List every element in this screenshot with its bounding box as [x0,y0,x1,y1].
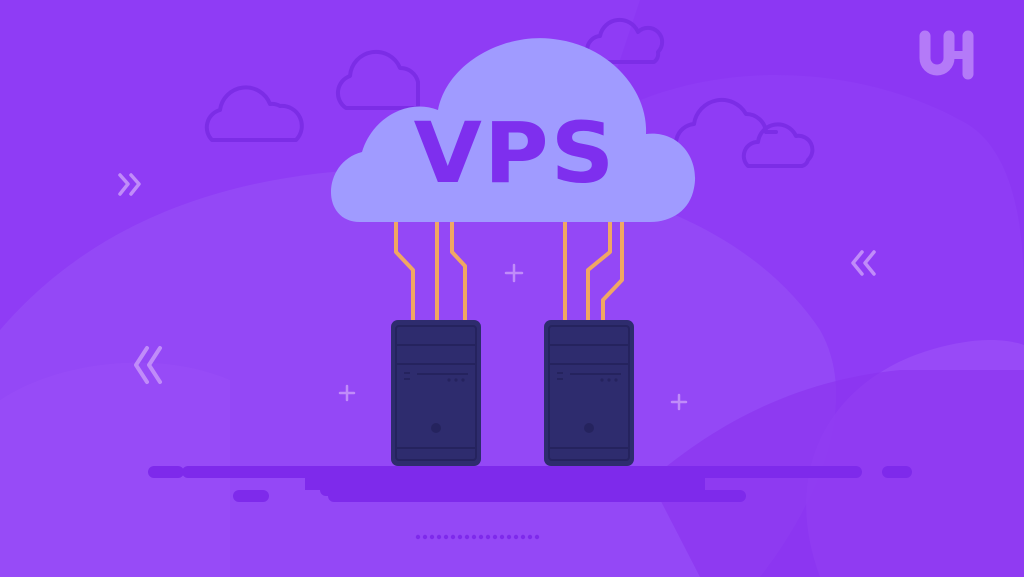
uh-logo-icon [919,30,974,80]
cloud-icon [330,38,696,222]
double-chevron-left-icon [851,250,876,276]
double-chevron-right-icon [118,173,141,196]
wires [394,220,624,322]
double-chevron-left-icon [134,346,162,384]
plus-icon [504,263,524,283]
cloud-icon [585,17,665,64]
plus-icon [338,384,356,402]
ground [148,466,912,502]
server-right [544,320,634,466]
cloud-icon [204,85,304,142]
cloud-title: VPS [413,104,617,202]
dotted-line [415,534,540,540]
plus-icon [670,393,688,411]
cloud-icon [335,49,420,110]
brand-logo-text: UH [914,24,994,84]
cloud-icon [673,97,778,162]
outline-clouds [204,17,815,168]
server-left [391,320,481,466]
cloud-icon [741,122,815,168]
